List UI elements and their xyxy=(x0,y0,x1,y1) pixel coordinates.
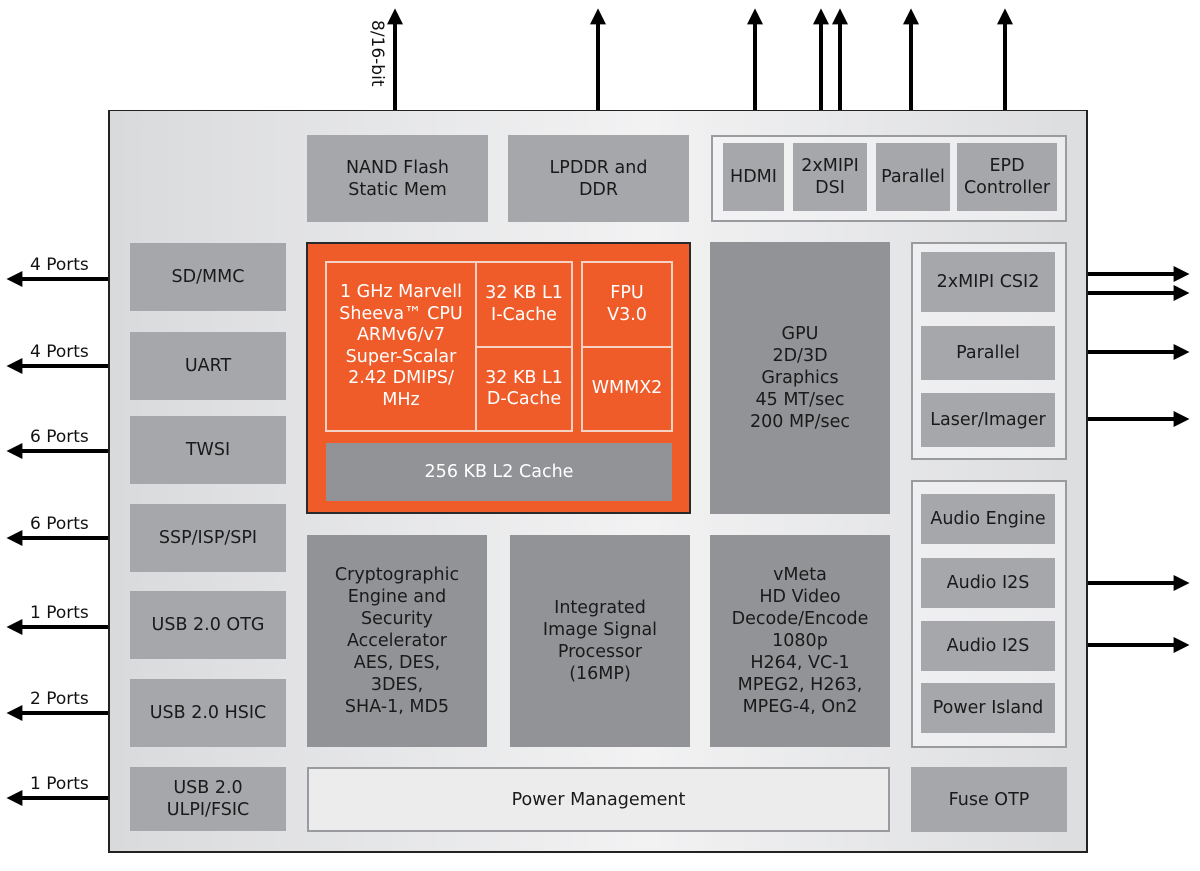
lpddr-block: LPDDR and DDR xyxy=(508,135,689,222)
nand-flash-block: NAND Flash Static Mem xyxy=(307,135,488,222)
fpu-block: FPU V3.0 xyxy=(581,261,673,348)
hdmi-block: HDMI xyxy=(723,143,784,211)
l1-icache-block: 32 KB L1 I-Cache xyxy=(475,261,573,348)
port-count-label: 6 Ports xyxy=(30,427,89,447)
cpu-complex: 1 GHz Marvell Sheeva™ CPU ARMv6/v7 Super… xyxy=(306,242,691,514)
port-count-label: 4 Ports xyxy=(30,255,89,275)
image-signal-processor-block: Integrated Image Signal Processor (16MP) xyxy=(510,535,690,747)
l1-dcache-block: 32 KB L1 D-Cache xyxy=(475,346,573,432)
vmeta-video-block: vMeta HD Video Decode/Encode 1080p H264,… xyxy=(710,535,890,747)
fuse-otp-block: Fuse OTP xyxy=(911,767,1067,832)
parallel-camera-block: Parallel xyxy=(921,326,1055,380)
audio-i2s-block: Audio I2S xyxy=(921,621,1055,671)
twsi-block: TWSI xyxy=(130,416,286,484)
port-count-label: 4 Ports xyxy=(30,342,89,362)
port-count-label: 2 Ports xyxy=(30,689,89,709)
power-island-block: Power Island xyxy=(921,683,1055,733)
port-count-label: 1 Ports xyxy=(30,603,89,623)
bus-width-label: 8/16-bit xyxy=(367,20,387,87)
laser-imager-block: Laser/Imager xyxy=(921,393,1055,447)
audio-engine-block: Audio Engine xyxy=(921,494,1055,544)
epd-controller-block: EPD Controller xyxy=(957,143,1057,211)
port-count-label: 1 Ports xyxy=(30,774,89,794)
mipi-dsi-block: 2xMIPI DSI xyxy=(793,143,867,211)
uart-block: UART xyxy=(130,332,286,400)
parallel-display-block: Parallel xyxy=(876,143,950,211)
ssp-isp-spi-block: SSP/ISP/SPI xyxy=(130,504,286,572)
usb-hsic-block: USB 2.0 HSIC xyxy=(130,679,286,747)
audio-i2s-block: Audio I2S xyxy=(921,558,1055,608)
power-management-block: Power Management xyxy=(307,767,890,832)
l2-cache-block: 256 KB L2 Cache xyxy=(326,443,672,501)
mipi-csi2-block: 2xMIPI CSI2 xyxy=(921,252,1055,312)
gpu-block: GPU 2D/3D Graphics 45 MT/sec 200 MP/sec xyxy=(710,242,890,514)
usb-otg-block: USB 2.0 OTG xyxy=(130,591,286,659)
usb-ulpi-fsic-block: USB 2.0 ULPI/FSIC xyxy=(130,767,286,831)
cpu-core-block: 1 GHz Marvell Sheeva™ CPU ARMv6/v7 Super… xyxy=(325,261,477,432)
sdmmc-block: SD/MMC xyxy=(130,243,286,311)
wmmx2-block: WMMX2 xyxy=(581,346,673,432)
port-count-label: 6 Ports xyxy=(30,514,89,534)
crypto-engine-block: Cryptographic Engine and Security Accele… xyxy=(307,535,487,747)
